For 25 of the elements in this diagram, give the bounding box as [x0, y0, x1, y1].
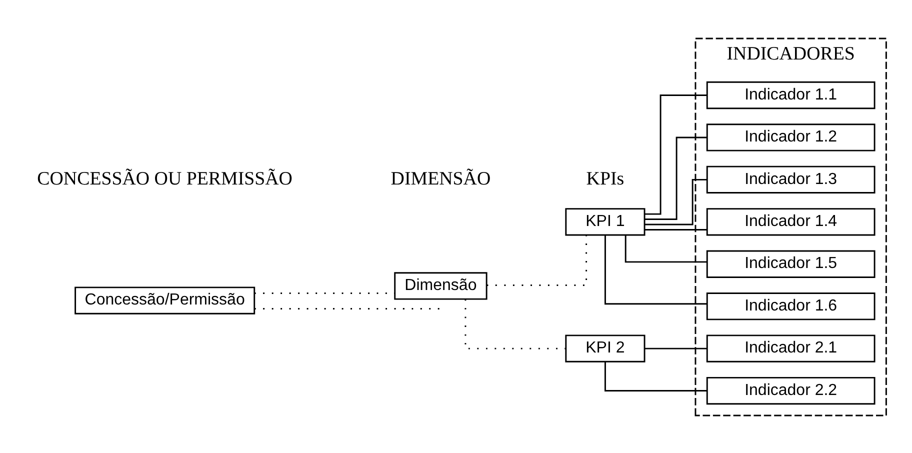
- connector: [464, 298, 566, 349]
- node-box: Indicador 1.2: [706, 123, 876, 151]
- node-box: Indicador 2.2: [706, 376, 876, 404]
- connector: [644, 94, 707, 214]
- connector: [644, 347, 707, 349]
- node-box: KPI 2: [565, 334, 646, 362]
- node-box: Dimensão: [394, 272, 488, 300]
- connector: [604, 234, 707, 304]
- connector: [644, 178, 708, 225]
- node-box: Concessão/Permissão: [74, 286, 256, 314]
- connector: [644, 136, 707, 220]
- label: CONCESSÃO OU PERMISSÃO: [37, 168, 292, 190]
- node-box: Indicador 2.1: [706, 334, 876, 362]
- node-box: Indicador 1.3: [706, 165, 876, 194]
- node-box: Indicador 1.1: [706, 80, 876, 109]
- connector: [624, 234, 707, 262]
- connector: [604, 361, 707, 391]
- label: KPIs: [586, 168, 624, 190]
- node-box: Indicador 1.6: [706, 292, 876, 320]
- connector: [486, 234, 588, 286]
- node-box: KPI 1: [565, 208, 646, 236]
- node-box: Indicador 1.4: [706, 208, 876, 236]
- label: DIMENSÃO: [390, 168, 491, 190]
- connector: [644, 228, 707, 230]
- node-box: Indicador 1.5: [706, 250, 876, 278]
